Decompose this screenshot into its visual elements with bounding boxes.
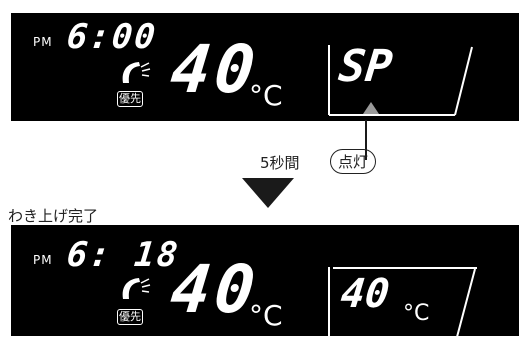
duration-text: 5秒間 xyxy=(260,154,300,172)
display-panel-bottom: PM 6: 18 優先 40 °C 40 °C xyxy=(11,225,519,337)
temperature-unit: °C xyxy=(249,299,283,332)
down-triangle-arrow xyxy=(242,178,294,208)
time-readout: 6: 18 xyxy=(64,235,182,275)
pm-label: PM xyxy=(33,35,53,49)
transition-label: わき上げ完了 xyxy=(8,207,99,225)
tank-gauge xyxy=(328,45,473,116)
display-panel-top: PM 6:00 優先 40 °C SP xyxy=(11,13,519,121)
priority-badge: 優先 xyxy=(117,91,143,107)
time-readout: 6:00 xyxy=(64,17,159,57)
tank-temperature: 40 xyxy=(338,271,392,317)
temperature-readout: 40 xyxy=(167,31,263,108)
tank-gauge xyxy=(328,267,477,337)
priority-badge: 優先 xyxy=(117,309,143,325)
tank-unit: °C xyxy=(403,301,430,326)
temperature-unit: °C xyxy=(249,79,283,112)
tap-icon xyxy=(122,62,151,83)
indicator-up-arrow xyxy=(363,102,379,114)
tap-icon xyxy=(122,278,151,299)
lit-badge: 点灯 xyxy=(330,149,377,174)
temperature-readout: 40 xyxy=(167,251,263,328)
pm-label: PM xyxy=(33,253,53,267)
tank-code: SP xyxy=(336,41,395,92)
